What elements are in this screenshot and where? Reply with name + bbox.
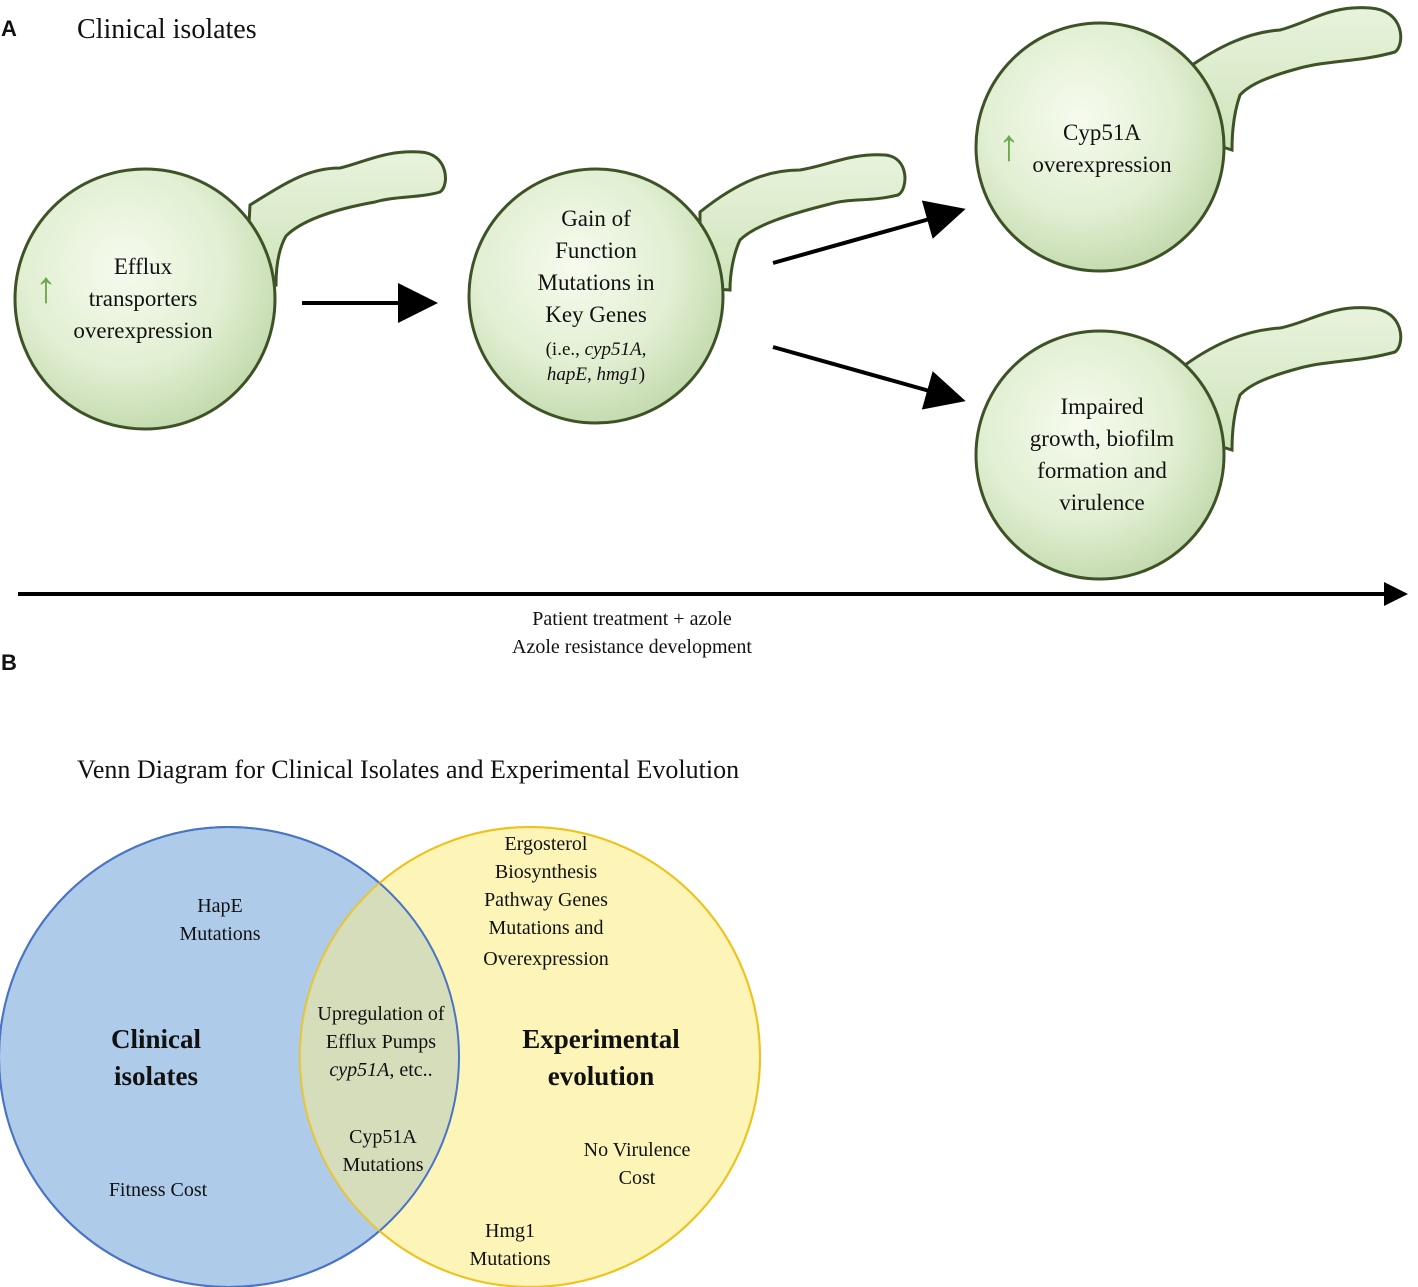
paren-close: ) <box>638 364 646 385</box>
venn-label-experimental: Experimental evolution <box>491 1021 711 1095</box>
label-line: Efflux <box>113 254 173 279</box>
hypha-shape <box>1183 6 1403 153</box>
label-line: HapE <box>197 895 243 917</box>
label-line: cyp51A, etc.. <box>296 1056 466 1084</box>
separator: , <box>587 364 597 385</box>
venn-item-efflux-pumps: Upregulation of Efflux Pumps cyp51A, etc… <box>296 1000 466 1084</box>
label-line: Function <box>555 238 637 263</box>
arrow-cell2-to-cell3 <box>772 200 966 265</box>
spore-circle <box>974 21 1226 273</box>
cell-cyp51a-overexpression <box>974 6 1403 273</box>
label-line: Mutations and <box>488 917 604 939</box>
spore-circle <box>13 167 277 431</box>
hypha-shape <box>698 153 907 292</box>
hypha-shape <box>1183 306 1403 453</box>
spore-circle <box>467 167 725 425</box>
venn-overlap-region <box>300 827 459 1287</box>
venn-item-cyp51a-mutations: Cyp51A Mutations <box>308 1123 458 1179</box>
label-line: overexpression <box>1032 152 1172 177</box>
label-line: Ergosterol <box>504 833 588 855</box>
cell-impaired-label: Impaired growth, biofilm formation and v… <box>1008 391 1196 519</box>
cell-gain-of-function-label: Gain of Function Mutations in Key Genes … <box>506 203 686 387</box>
label-line: Mutations <box>469 1248 551 1270</box>
label-line: Cyp51A <box>1063 120 1141 145</box>
venn-item-hape: HapE Mutations <box>140 892 300 948</box>
axis-label-line: Patient treatment + azole <box>532 608 732 630</box>
label-line: evolution <box>547 1061 655 1091</box>
label-line: Hmg1 <box>485 1220 535 1242</box>
venn-item-hmg1: Hmg1 Mutations <box>440 1217 580 1273</box>
venn-item-ergosterol: Ergosterol Biosynthesis Pathway Genes Mu… <box>460 830 632 973</box>
label-line: Overexpression <box>483 948 609 970</box>
arrow-cell2-to-cell4 <box>772 345 966 410</box>
label-line: Efflux Pumps <box>325 1031 437 1053</box>
gene-hmg1: hmg1 <box>596 364 639 385</box>
venn-label-clinical: Clinical isolates <box>70 1021 242 1095</box>
cell-gain-of-function <box>467 153 907 425</box>
panel-a-letter: A <box>1 16 17 41</box>
label-line: Pathway Genes <box>484 889 608 911</box>
gene-hape: hapE <box>546 364 588 385</box>
cell-cyp51a-label: Cyp51A overexpression <box>1010 117 1194 181</box>
venn-title: Venn Diagram for Clinical Isolates and E… <box>77 755 740 784</box>
label-line: Cyp51A <box>349 1126 417 1148</box>
label-line: Mutations <box>342 1154 424 1176</box>
hypha-shape <box>244 150 447 287</box>
gene-cyp51a: cyp51A <box>329 1059 390 1081</box>
cell-impaired-growth <box>974 306 1403 581</box>
venn-diagram <box>0 826 761 1287</box>
label-line: growth, biofilm <box>1029 426 1175 451</box>
label-line: isolates <box>114 1061 198 1091</box>
axis-label-line: Azole resistance development <box>512 636 752 658</box>
venn-item-no-virulence-cost: No Virulence Cost <box>557 1136 717 1192</box>
label-line: transporters <box>88 286 198 311</box>
label-line: Clinical <box>110 1024 201 1054</box>
panel-a-title: Clinical isolates <box>77 14 257 45</box>
timeline-label: Patient treatment + azole Azole resistan… <box>432 605 832 661</box>
label-line: No Virulence <box>583 1139 691 1161</box>
gene-cyp51a: cyp51A <box>584 339 642 360</box>
up-arrow-icon: ↑ <box>35 263 57 312</box>
label-line: Experimental <box>522 1024 680 1054</box>
cell-efflux-label: Efflux transporters overexpression <box>50 251 236 347</box>
suffix-text: , etc.. <box>389 1059 433 1081</box>
paren-open: (i.e., <box>545 339 585 360</box>
label-line: Mutations <box>179 923 261 945</box>
panel-b-letter: B <box>1 650 17 675</box>
label-line: Gain of <box>561 206 631 231</box>
label-line: Impaired <box>1060 394 1144 419</box>
label-line: formation and <box>1037 458 1167 483</box>
label-line: Biosynthesis <box>494 861 598 883</box>
venn-item-fitness-cost: Fitness Cost <box>108 1179 208 1201</box>
cell-efflux <box>13 150 447 431</box>
label-line: Upregulation of <box>317 1003 445 1025</box>
up-arrow-icon: ↑ <box>998 121 1020 170</box>
gene-examples: (i.e., cyp51A, hapE, hmg1) <box>506 337 686 387</box>
label-line: virulence <box>1059 490 1145 515</box>
label-line: Cost <box>618 1167 656 1189</box>
spore-circle <box>974 329 1226 581</box>
separator: , <box>641 339 647 360</box>
label-line: overexpression <box>73 318 213 343</box>
label-line: Key Genes <box>545 302 647 327</box>
label-line: Mutations in <box>537 270 655 295</box>
